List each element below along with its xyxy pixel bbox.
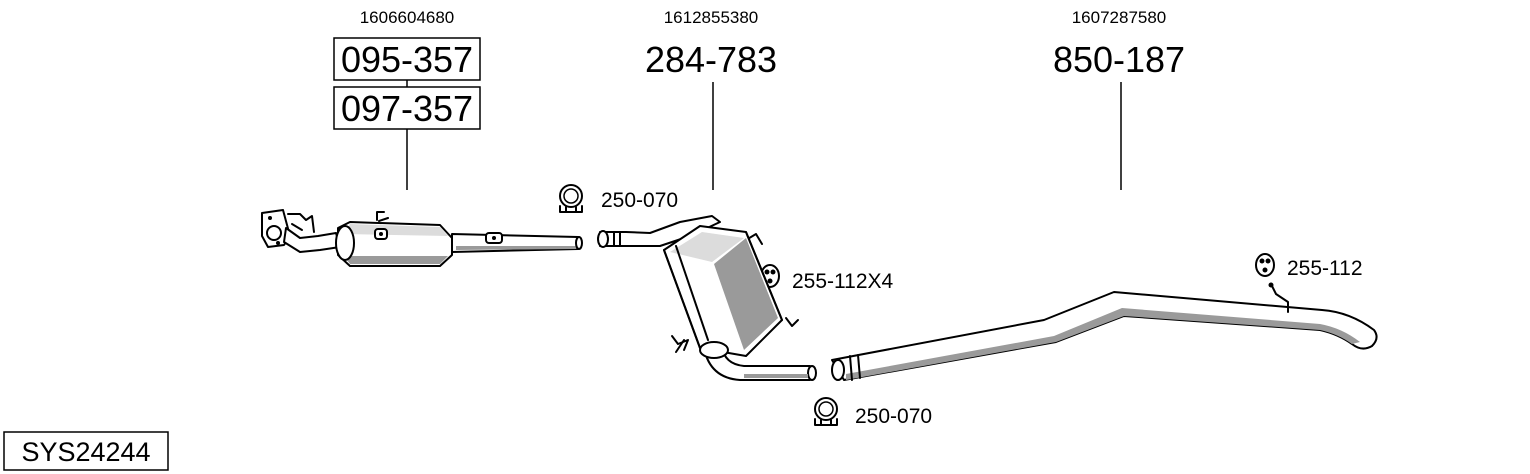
part-number-middle[interactable]: 284-783 [645,39,777,80]
clamp-label-top: 250-070 [601,189,678,212]
part-number-front-2: 097-357 [341,88,473,129]
oe-number-rear: 1607287580 [1072,8,1167,27]
rubber-mount-label-rear: 255-112 [1287,257,1363,280]
part-number-front-1: 095-357 [341,39,473,80]
system-code-box: SYS24244 [3,431,169,471]
system-code: SYS24244 [21,437,150,467]
front-pipe-dpf-drawing[interactable] [261,209,583,267]
rubber-mount-icon[interactable] [1255,253,1275,277]
part-number-rear[interactable]: 850-187 [1053,39,1185,80]
clamp-label-bottom: 250-070 [855,405,932,428]
oe-number-front: 1606604680 [360,8,455,27]
pipe-clamp-icon[interactable] [814,397,838,426]
part-box-095-357[interactable]: 095-357 [333,37,481,81]
rubber-mount-label-mid: 255-112X4 [792,270,894,293]
rear-pipe-drawing[interactable] [831,282,1378,381]
pipe-clamp-icon[interactable] [559,184,583,213]
middle-silencer-drawing[interactable] [597,215,817,381]
part-box-097-357[interactable]: 097-357 [333,86,481,130]
oe-number-middle: 1612855380 [664,8,759,27]
